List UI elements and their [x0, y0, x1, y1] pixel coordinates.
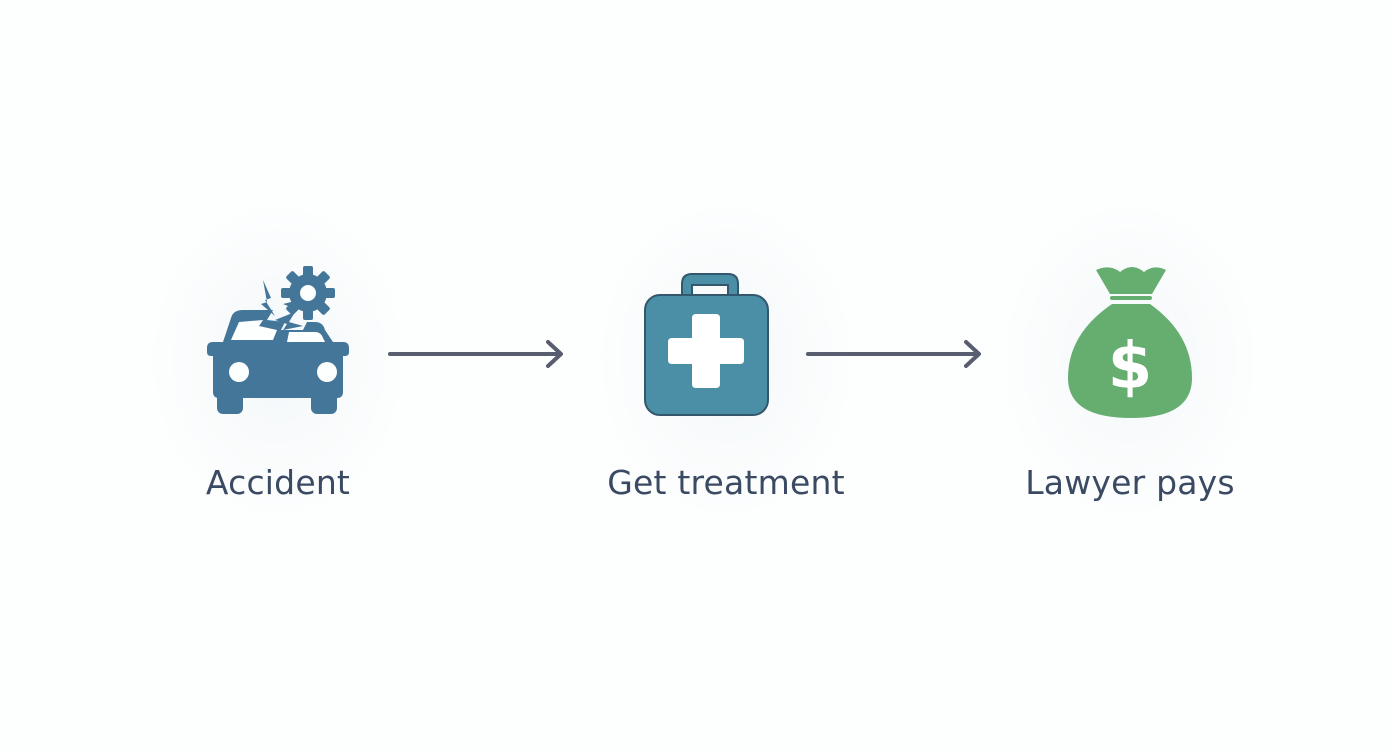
step-accident: Accident: [148, 200, 408, 520]
step-label: Get treatment: [607, 463, 845, 502]
medical-kit-icon: [644, 273, 769, 416]
step-label: Accident: [205, 463, 351, 502]
money-bag-icon: $: [1068, 267, 1192, 418]
step-get-treatment: Get treatment: [596, 200, 856, 520]
car-crash-icon: [207, 266, 349, 414]
step-lawyer-pays: $ Lawyer pays: [1000, 200, 1260, 520]
arrow-right-icon: [388, 340, 563, 368]
svg-text:$: $: [1108, 330, 1153, 404]
arrow-right-icon: [806, 340, 981, 368]
step-label: Lawyer pays: [1025, 463, 1235, 502]
